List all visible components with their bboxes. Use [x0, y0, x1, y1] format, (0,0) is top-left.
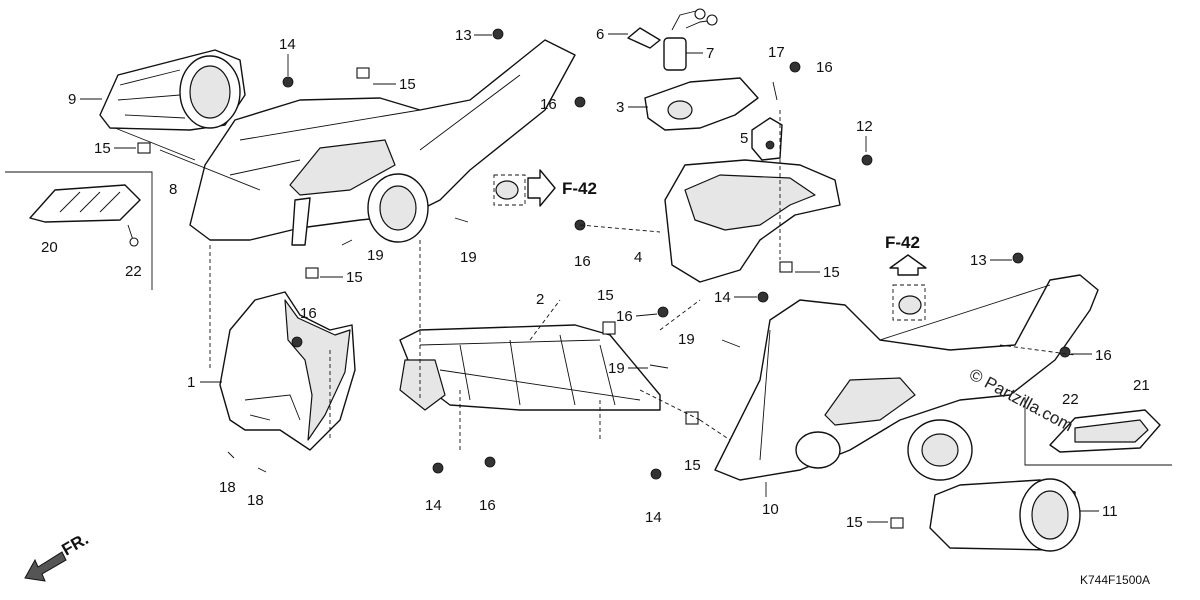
callout-10[interactable]: 10	[762, 501, 779, 518]
callout-3[interactable]: 3	[616, 99, 624, 116]
nut-15-f[interactable]	[685, 411, 699, 425]
part-9-cover[interactable]	[99, 49, 246, 131]
callout-15-e[interactable]: 15	[823, 264, 840, 281]
callout-14-a[interactable]: 14	[279, 36, 296, 53]
nut-15-g[interactable]	[890, 517, 904, 529]
bolt-16-d[interactable]	[291, 336, 303, 348]
part-4-surround[interactable]	[664, 159, 841, 283]
callout-15-c[interactable]: 15	[346, 269, 363, 286]
callout-15-b[interactable]: 15	[94, 140, 111, 157]
bolt-16-f[interactable]	[484, 456, 496, 468]
part-8-cover[interactable]	[189, 39, 576, 246]
callout-15-g[interactable]: 15	[846, 514, 863, 531]
clip-14-c[interactable]	[432, 462, 444, 474]
svg-text:F-42: F-42	[885, 233, 920, 252]
callout-14-b[interactable]: 14	[714, 289, 731, 306]
svg-text:F-42: F-42	[562, 179, 597, 198]
part-6-clip[interactable]	[627, 27, 661, 49]
callout-16-a[interactable]: 16	[540, 96, 557, 113]
callout-13-b[interactable]: 13	[970, 252, 987, 269]
nut-15-d[interactable]	[602, 321, 616, 335]
callout-16-f[interactable]: 16	[479, 497, 496, 514]
part-7-cylinder[interactable]	[663, 8, 718, 71]
nut-15-c[interactable]	[305, 267, 319, 279]
bolt-16-b[interactable]	[789, 61, 801, 73]
bolt-13-right[interactable]	[1012, 252, 1024, 264]
callout-19-d[interactable]: 19	[608, 360, 625, 377]
part-10-cover[interactable]	[714, 274, 1099, 481]
screw-17[interactable]	[772, 81, 778, 101]
callout-12[interactable]: 12	[856, 118, 873, 135]
callout-19-a[interactable]: 19	[367, 247, 384, 264]
callout-1[interactable]: 1	[187, 374, 195, 391]
callout-16-c[interactable]: 16	[574, 253, 591, 270]
callout-16-e[interactable]: 16	[616, 308, 633, 325]
callout-6[interactable]: 6	[596, 26, 604, 43]
clip-14-b[interactable]	[757, 291, 769, 303]
reference-f42-left[interactable]: F-42	[493, 169, 597, 207]
part-2-tray[interactable]	[399, 324, 661, 411]
reference-f42-right[interactable]: F-42	[885, 233, 927, 321]
bolt-16-a[interactable]	[574, 96, 586, 108]
callout-14-c[interactable]: 14	[425, 497, 442, 514]
diagram-code: K744F1500A	[1080, 573, 1150, 587]
callout-19-b[interactable]: 19	[460, 249, 477, 266]
callout-15-d[interactable]: 15	[597, 287, 614, 304]
callout-13-a[interactable]: 13	[455, 27, 472, 44]
callout-4[interactable]: 4	[634, 249, 642, 266]
callout-15-f[interactable]: 15	[684, 457, 701, 474]
callout-17[interactable]: 17	[768, 44, 785, 61]
callout-16-d[interactable]: 16	[300, 305, 317, 322]
callout-16-b[interactable]: 16	[816, 59, 833, 76]
bolt-16-e[interactable]	[657, 306, 669, 318]
inset-box-left	[5, 171, 153, 290]
part-11-cover[interactable]	[929, 478, 1081, 552]
callout-2[interactable]: 2	[536, 291, 544, 308]
bolt-12[interactable]	[861, 154, 873, 166]
front-direction-arrow: FR.	[24, 529, 92, 582]
bolt-13-upper[interactable]	[492, 28, 504, 40]
screw-22-left[interactable]	[127, 224, 139, 247]
callout-7[interactable]: 7	[706, 45, 714, 62]
callout-14-d[interactable]: 14	[645, 509, 662, 526]
clip-14-a[interactable]	[282, 76, 294, 88]
callout-19-c[interactable]: 19	[678, 331, 695, 348]
callout-5[interactable]: 5	[740, 130, 748, 147]
grommet-right	[898, 295, 922, 315]
hardware	[137, 28, 1071, 529]
callout-9[interactable]: 9	[68, 91, 76, 108]
callout-21[interactable]: 21	[1133, 377, 1150, 394]
callout-11[interactable]: 11	[1102, 503, 1118, 520]
nut-15-a[interactable]	[356, 67, 370, 79]
callout-16-g[interactable]: 16	[1095, 347, 1112, 364]
bolt-16-g[interactable]	[1059, 346, 1071, 358]
callout-22-b[interactable]: 22	[1062, 391, 1079, 408]
clip-14-d[interactable]	[650, 468, 662, 480]
callout-15-a[interactable]: 15	[399, 76, 416, 93]
callout-18-a[interactable]: 18	[219, 479, 236, 496]
nut-15-b[interactable]	[137, 142, 151, 154]
inset-box-right	[1024, 397, 1172, 466]
part-20-grille[interactable]	[29, 184, 141, 223]
callout-8[interactable]: 8	[169, 181, 177, 198]
grommet-left	[495, 180, 519, 200]
leader-lines	[114, 110, 1076, 450]
callout-18-b[interactable]: 18	[247, 492, 264, 509]
part-3-lid[interactable]	[644, 77, 759, 131]
part-5-bracket[interactable]	[751, 117, 783, 161]
callouts: 1 2 3 4 5 6 7 8 9 10 11 12 13 13 14 14 1…	[41, 26, 1150, 531]
part-1-cover[interactable]	[219, 291, 356, 451]
nut-15-e[interactable]	[779, 261, 793, 273]
callout-20[interactable]: 20	[41, 239, 58, 256]
callout-22-a[interactable]: 22	[125, 263, 142, 280]
